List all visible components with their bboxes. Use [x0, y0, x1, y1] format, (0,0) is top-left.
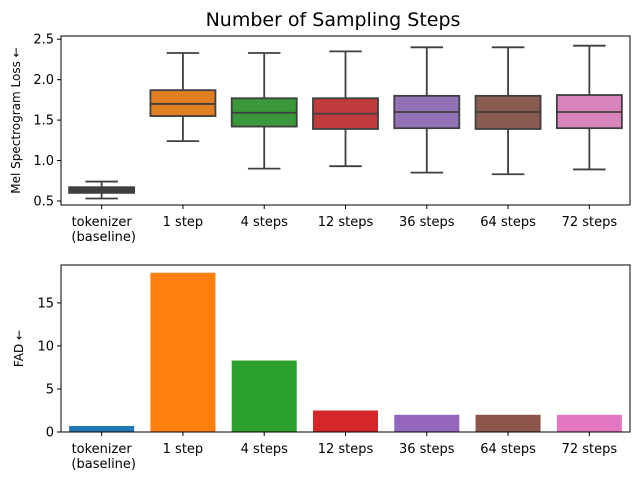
box-tokenizer: [68, 180, 136, 200]
x-tick-label: 12 steps: [318, 442, 374, 457]
y-tick-label: 0: [46, 426, 54, 441]
x-tick-label: 64 steps: [480, 215, 536, 230]
bar-36-steps: [394, 414, 460, 432]
x-tick-label: 36 steps: [399, 215, 455, 230]
axes-frame: [60, 264, 631, 433]
bar-12-steps: [312, 410, 379, 432]
x-tick-label: 12 steps: [318, 215, 374, 230]
x-tick-label: tokenizer: [72, 442, 133, 457]
y-axis-label: Mel Spectrogram Loss ←: [9, 47, 23, 193]
axes-frame: [60, 35, 631, 206]
x-tick-label: tokenizer: [72, 215, 133, 230]
box-1-step: [149, 52, 217, 143]
box-12-steps: [312, 50, 379, 168]
bar-64-steps: [475, 414, 541, 432]
x-tick-label: 72 steps: [562, 215, 618, 230]
bar-1-step: [150, 272, 216, 432]
y-tick-label: 15: [37, 296, 54, 311]
box-64-steps: [474, 46, 542, 176]
fad-bar-panel: 0 5 10 15 tokenizer (baseline) 1 step 4 steps 1…: [12, 264, 631, 472]
x-tick-label: (baseline): [67, 457, 136, 472]
x-tick-label: 1 step: [163, 442, 204, 457]
loss-boxplot-panel: 0.5 1.0 1.5 2.0 2.5 tokenizer (baseline) 1 ste…: [9, 33, 631, 245]
y-tick-label: 1.5: [33, 114, 54, 129]
x-tick-label: 4 steps: [241, 215, 289, 230]
bar-tokenizer: [69, 425, 135, 432]
figure-title: Number of Sampling Steps: [206, 9, 461, 31]
y-tick-label: 5: [46, 382, 54, 397]
y-tick-label: 10: [37, 339, 54, 354]
box-72-steps: [555, 44, 623, 171]
y-tick-label: 0.5: [33, 194, 54, 209]
y-tick-label: 2.5: [33, 33, 54, 48]
y-axis-label: FAD ←: [12, 330, 26, 367]
x-tick-label: 36 steps: [399, 442, 455, 457]
y-tick-label: 2.0: [33, 73, 54, 88]
x-tick-label: 1 step: [163, 215, 204, 230]
bar-72-steps: [556, 414, 622, 432]
x-tick-label: 72 steps: [562, 442, 618, 457]
x-tick-label: (baseline): [67, 230, 136, 245]
box-4-steps: [230, 52, 298, 170]
x-tick-label: 4 steps: [241, 442, 289, 457]
y-tick-label: 1.0: [33, 154, 54, 169]
x-tick-label: 64 steps: [480, 442, 536, 457]
box-36-steps: [393, 46, 461, 174]
bar-4-steps: [231, 360, 297, 432]
